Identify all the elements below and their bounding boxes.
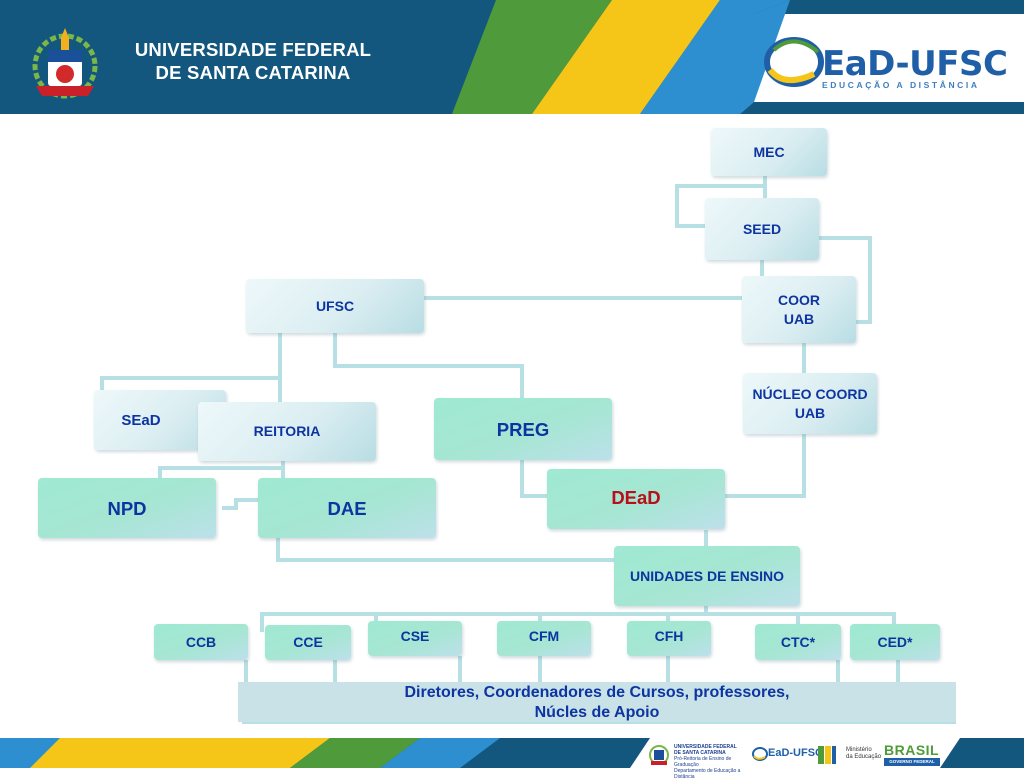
footer-banner bbox=[0, 738, 1024, 768]
node-ctc: CTC* bbox=[755, 624, 841, 660]
ead-logo-subtitle: EDUCAÇÃO A DISTÂNCIA bbox=[822, 80, 980, 90]
node-preg: PREG bbox=[434, 398, 612, 460]
footer-ministry-text: Ministério da Educação bbox=[846, 747, 881, 761]
node-sead-label: SEaD bbox=[121, 411, 161, 429]
bottom-bar-line1: Diretores, Coordenadores de Cursos, prof… bbox=[404, 684, 790, 701]
university-name-line1: UNIVERSIDADE FEDERAL bbox=[134, 39, 372, 60]
node-dae-label: DAE bbox=[327, 497, 367, 519]
footer-ead-text: EaD-UFSC bbox=[768, 747, 824, 759]
node-nucleo-coord-uab: NÚCLEO COORD UAB bbox=[743, 373, 877, 434]
node-reitoria-label: REITORIA bbox=[253, 423, 321, 439]
node-dae: DAE bbox=[258, 478, 436, 538]
node-ufsc-label: UFSC bbox=[315, 297, 355, 314]
node-cfh-label: CFH bbox=[654, 628, 684, 644]
ufsc-crest-icon bbox=[32, 28, 98, 99]
ead-logo-icon bbox=[764, 37, 824, 87]
node-preg-label: PREG bbox=[496, 418, 550, 440]
node-dead: DEaD bbox=[547, 469, 725, 529]
node-ced: CED* bbox=[850, 624, 940, 660]
header-banner bbox=[0, 0, 1024, 114]
node-cse-label: CSE bbox=[400, 628, 430, 644]
node-coor-uab: COOR UAB bbox=[742, 276, 856, 343]
footer-ufsc-line4: Departamento de Educação a Distância bbox=[674, 768, 741, 780]
node-cfm-label: CFM bbox=[528, 628, 560, 644]
node-ufsc: UFSC bbox=[246, 279, 424, 333]
footer-ufsc-text: UNIVERSIDADE FEDERAL DE SANTA CATARINA P… bbox=[674, 744, 752, 780]
footer-ufsc-line1: UNIVERSIDADE FEDERAL bbox=[674, 744, 737, 750]
node-nucleo-label-2: UAB bbox=[794, 404, 826, 421]
node-mec: MEC bbox=[711, 128, 827, 176]
node-dead-label: DEaD bbox=[611, 486, 661, 508]
footer-ministry-line2: da Educação bbox=[846, 754, 882, 760]
node-seed: SEED bbox=[705, 198, 819, 260]
footer-ministry-line1: Ministério bbox=[846, 747, 872, 753]
node-mec-label: MEC bbox=[753, 143, 785, 160]
footer-ufsc-line2: DE SANTA CATARINA bbox=[674, 750, 726, 756]
node-ctc-label: CTC* bbox=[780, 633, 816, 650]
node-ced-label: CED* bbox=[877, 633, 913, 650]
ead-logo-text: EaD-UFSC bbox=[822, 44, 1008, 84]
footer-ministry-icon bbox=[818, 746, 836, 764]
node-npd-label: NPD bbox=[107, 497, 147, 519]
node-coor-uab-label-1: COOR bbox=[778, 291, 820, 308]
footer-governo-federal: GOVERNO FEDERAL bbox=[884, 758, 940, 766]
bottom-bar-staff: Diretores, Coordenadores de Cursos, prof… bbox=[238, 682, 956, 722]
node-cfh: CFH bbox=[627, 621, 711, 656]
node-unidades-de-ensino: UNIDADES DE ENSINO bbox=[614, 546, 800, 606]
node-nucleo-label-1: NÚCLEO COORD bbox=[752, 385, 868, 402]
node-ccb-label: CCB bbox=[185, 633, 217, 650]
node-coor-uab-label-2: UAB bbox=[783, 310, 815, 327]
bottom-bar-line2: Núcles de Apoio bbox=[534, 704, 660, 721]
node-reitoria: REITORIA bbox=[198, 402, 376, 461]
university-name-line2: DE SANTA CATARINA bbox=[155, 62, 351, 83]
node-cfm: CFM bbox=[497, 621, 591, 656]
node-cce: CCE bbox=[265, 625, 351, 660]
footer-ufsc-crest-icon bbox=[649, 745, 669, 765]
node-cce-label: CCE bbox=[293, 634, 323, 650]
node-seed-label: SEED bbox=[742, 220, 782, 237]
node-ccb: CCB bbox=[154, 624, 248, 660]
footer-brasil-logo: BRASIL bbox=[884, 742, 940, 758]
university-name: UNIVERSIDADE FEDERAL DE SANTA CATARINA bbox=[108, 38, 398, 84]
node-unidades-label: UNIDADES DE ENSINO bbox=[629, 567, 785, 584]
footer-ead-logo-icon bbox=[752, 747, 768, 761]
footer-ufsc-line3: Pró-Reitoria de Ensino de Graduação bbox=[674, 756, 732, 768]
node-npd: NPD bbox=[38, 478, 216, 538]
node-cse: CSE bbox=[368, 621, 462, 656]
